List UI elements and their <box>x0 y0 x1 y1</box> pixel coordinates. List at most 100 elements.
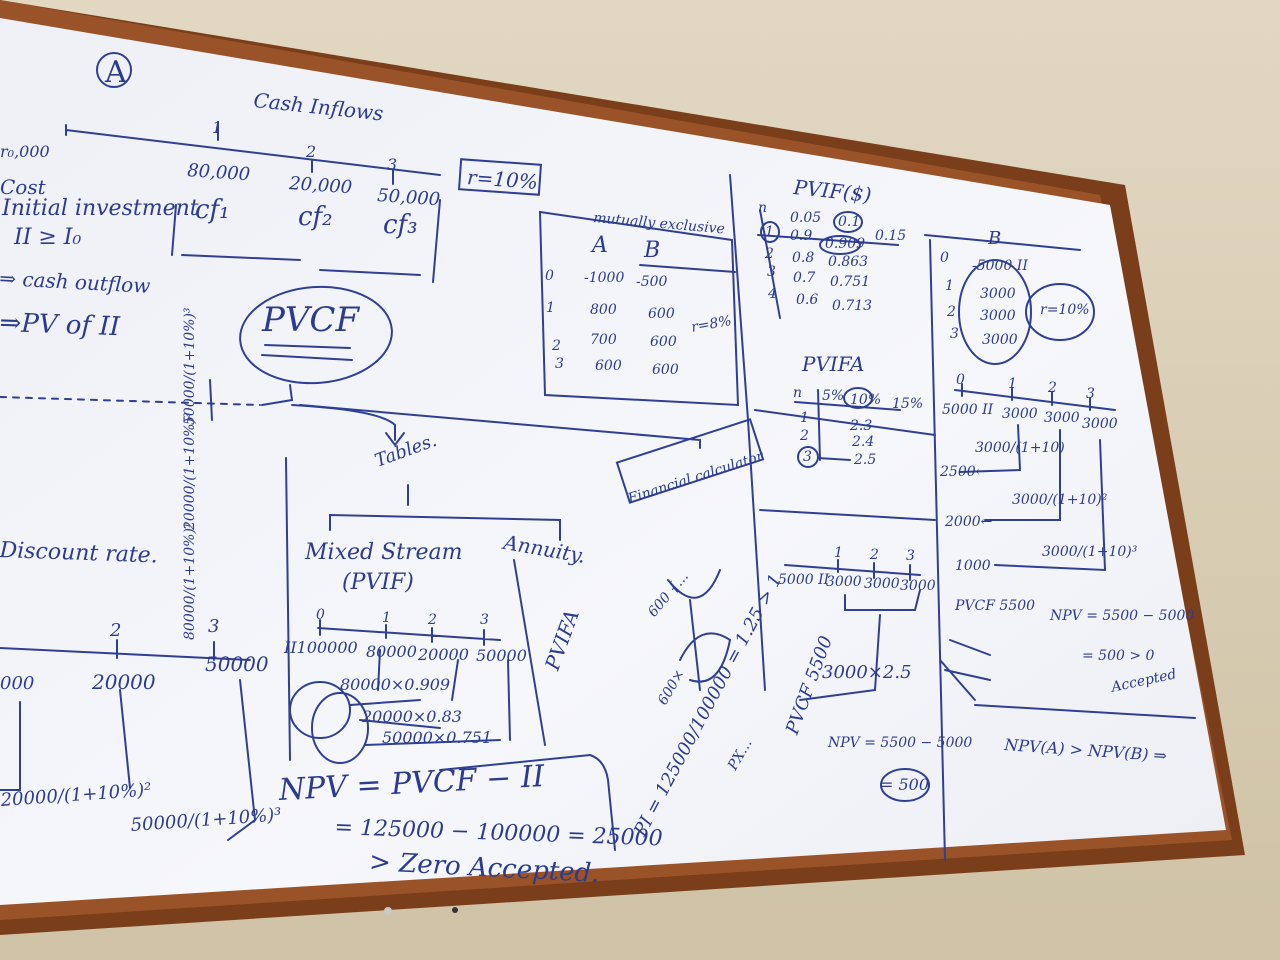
mixed-tick-2: 2 <box>428 612 437 628</box>
b-fraction-3: 3000/(1+10)³ <box>1042 544 1138 560</box>
pvifa-n-2: 2 <box>800 428 809 444</box>
bottom-value-2: 20000 <box>92 670 156 694</box>
me-row-1-b: 600 <box>648 306 675 322</box>
pvifa-val-3: 2.5 <box>854 452 877 468</box>
b-tl-value-3: 3000 <box>1082 416 1118 432</box>
pvifa-val-2: 2.4 <box>852 434 875 450</box>
me-row-3-t: 3 <box>555 356 564 372</box>
cf2-label: cf₂ <box>298 202 333 232</box>
pvif-row-2-a: 0.8 <box>792 250 815 266</box>
b-partial-2: 2000← <box>945 514 993 530</box>
pvif-row-4-a: 0.6 <box>796 292 819 308</box>
b-row-2-t: 2 <box>947 304 956 320</box>
circle-a-label: A <box>105 55 127 90</box>
pvifa-val-1: 2.3 <box>850 418 873 434</box>
bottom-value-1: 000 <box>0 673 35 694</box>
pvifa-header-1: 5% <box>822 388 845 404</box>
rm-tick-3: 3 <box>906 548 915 564</box>
b-row-0-t: 0 <box>940 250 949 266</box>
cf1-label: cf₁ <box>195 195 230 225</box>
calc-line-2: 20000×0.83 <box>362 707 462 726</box>
npv-b-line: NPV = 5500 − 5000 <box>828 735 973 751</box>
vertical-fraction-1: 80000/(1+10%)¹ <box>182 522 198 640</box>
pvifa-header-n: n <box>793 385 803 401</box>
tick-3: 3 <box>387 155 398 174</box>
cf3-label: cf₃ <box>383 210 418 240</box>
me-row-3-a: 600 <box>595 358 622 374</box>
calc-line-3: 50000×0.751 <box>382 728 493 747</box>
b-tl-value-1: 3000 <box>1002 406 1038 422</box>
b-row-3-t: 3 <box>950 326 959 342</box>
pvif-row-4-n: 4 <box>768 286 777 302</box>
b-row-0-v: -5000 II <box>972 258 1028 274</box>
pvifa-header-2: 10% <box>850 392 882 408</box>
b-rate: r=10% <box>1040 302 1090 318</box>
pvifa-title: PVIFA <box>802 352 865 376</box>
b-fraction-1: 3000/(1+10) <box>975 440 1065 456</box>
rm-tick-1: 1 <box>834 545 843 561</box>
me-row-1-a: 800 <box>590 302 617 318</box>
bottom-value-3: 50000 <box>205 652 269 676</box>
tick-1: 1 <box>212 118 223 137</box>
me-row-2-b: 600 <box>650 334 677 350</box>
me-row-2-t: 2 <box>552 338 561 354</box>
rm-value-1: 3000 <box>826 574 862 590</box>
ii-equation: II ≥ I₀ <box>14 225 82 250</box>
pvif-row-1-b: 0.909 <box>825 236 866 252</box>
whiteboard-surface <box>0 18 1226 905</box>
mixed-value-2: 20000 <box>418 645 469 664</box>
mixed-value-1: 80000 <box>366 642 417 661</box>
npv-b-result: = 500 <box>880 775 930 794</box>
cash-value-2: 20,000 <box>288 173 353 199</box>
me-row-2-a: 700 <box>590 332 617 348</box>
bottom-tick-2: 2 <box>110 620 122 641</box>
pv-of-ii-label: ⇒PV of II <box>0 308 121 343</box>
b-tick-1: 1 <box>1008 376 1017 392</box>
calc-line-1: 80000×0.909 <box>340 675 451 694</box>
pvif-row-3-b: 0.751 <box>830 274 871 290</box>
me-row-0-t: 0 <box>545 268 554 284</box>
handwriting-strokes <box>0 52 1196 861</box>
partial-ii-text: r₀,000 <box>0 142 50 161</box>
vertical-fraction-3: 50000/(1+10%)³ <box>182 307 198 425</box>
rm-tick-2: 2 <box>870 547 879 563</box>
pvif-row-1-a: 0.9 <box>790 228 813 244</box>
mixed-value-0: II100000 <box>284 638 358 657</box>
rate-box-text: r=10% <box>466 165 539 194</box>
pvifa-header-3: 15% <box>892 396 924 412</box>
b-title: B <box>988 228 1002 249</box>
b-tick-0: 0 <box>956 372 965 388</box>
b-tl-value-2: 3000 <box>1044 410 1080 426</box>
initial-investment-label: Initial investment <box>2 196 199 221</box>
b-npv: NPV = 5500 − 5000 <box>1050 608 1195 624</box>
me-row-1-t: 1 <box>546 300 555 316</box>
pvif-row-2-n: 2 <box>765 246 774 262</box>
pvif-header-2: 0.1 <box>838 214 861 230</box>
pvif-label: (PVIF) <box>342 570 414 595</box>
pvif-header-3: 0.15 <box>875 228 907 244</box>
b-tl-value-0: 5000 II <box>942 402 994 418</box>
b-row-2-v: 3000 <box>980 308 1016 324</box>
pvcf-calc: 3000×2.5 <box>822 662 912 683</box>
b-fraction-2: 3000/(1+10)² <box>1012 492 1108 508</box>
screw <box>452 907 458 913</box>
b-tick-2: 2 <box>1048 380 1057 396</box>
tick-2: 2 <box>306 142 317 161</box>
cost-label: Cost <box>0 175 46 199</box>
pvif-header-1: 0.05 <box>790 210 822 226</box>
pvifa-n-1: 1 <box>800 410 809 426</box>
rm-value-3: 3000 <box>900 578 936 594</box>
cash-value-3: 50,000 <box>376 185 441 211</box>
b-row-3-v: 3000 <box>982 332 1018 348</box>
rm-value-2: 3000 <box>864 576 900 592</box>
pvif-row-1-n: 1 <box>765 224 774 240</box>
bottom-tick-3: 3 <box>208 616 220 637</box>
b-partial-1: 2500← <box>940 464 988 480</box>
pvif-row-2-b: 0.863 <box>828 254 869 270</box>
pvif-row-3-a: 0.7 <box>793 270 816 286</box>
me-row-0-b: -500 <box>636 274 668 290</box>
mixed-stream-label: Mixed Stream <box>305 540 463 565</box>
b-npv-2: = 500 > 0 <box>1082 648 1155 664</box>
